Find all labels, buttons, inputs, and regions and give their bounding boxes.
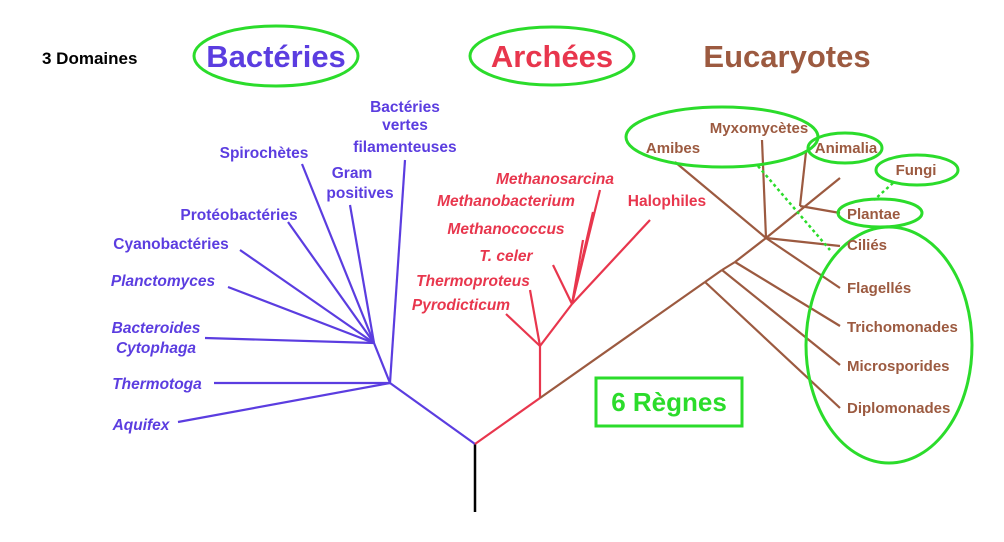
protist-top-ellipse: [624, 105, 820, 169]
branch-cilies: [765, 236, 841, 248]
label-methanobacterium: Methanobacterium: [437, 193, 575, 210]
branch-bacteries-vertes: [388, 159, 407, 384]
domain-bacteria-label: Bactéries: [206, 39, 346, 74]
label-bacteries-vertes-3: filamenteuses: [353, 139, 456, 156]
branch-amibes: [674, 161, 767, 239]
branch-halophiles: [571, 219, 651, 305]
label-spirochetes: Spirochètes: [220, 145, 309, 162]
archaea-branches: [474, 189, 651, 445]
label-microsporides: Microsporides: [847, 358, 950, 375]
label-cytophaga: Cytophaga: [116, 340, 196, 357]
label-pyrodicticum: Pyrodicticum: [412, 297, 510, 314]
label-trichomonades: Trichomonades: [847, 319, 958, 336]
branch-flagelles: [765, 237, 841, 289]
label-tceler: T. celer: [479, 248, 533, 265]
branch-proteobacteries: [287, 221, 375, 344]
archaea-labels: Methanosarcina Methanobacterium Methanoc…: [412, 171, 706, 314]
label-myxomycetes: Myxomycètes: [710, 120, 808, 137]
label-bacteries-vertes-2: vertes: [382, 117, 428, 134]
label-cyanobacteries: Cyanobactéries: [113, 236, 228, 253]
label-methanosarcina: Methanosarcina: [496, 171, 614, 188]
branch-gram-positives: [348, 204, 376, 344]
label-bacteries-vertes-1: Bactéries: [370, 99, 440, 116]
label-gram-2: positives: [326, 185, 393, 202]
kingdom-highlights: [594, 105, 974, 465]
branch-methanosarcina: [570, 189, 602, 305]
bacteria-branches: [177, 159, 476, 445]
branch-aquifex: [177, 381, 391, 424]
branch-microsporides: [721, 269, 841, 366]
domain-archaea-label: Archées: [491, 39, 613, 74]
label-methanococcus: Methanococcus: [447, 221, 565, 238]
label-fungi: Fungi: [896, 162, 937, 179]
branch-pyrodicticum: [505, 313, 541, 347]
kingdom-dashed-links: [757, 165, 894, 251]
domain-eukarya-label: Eucaryotes: [703, 39, 870, 74]
label-thermoproteus: Thermoproteus: [416, 273, 530, 290]
label-animalia: Animalia: [815, 140, 878, 157]
eukarya-node-4: [734, 237, 767, 263]
branch-diplomonades: [704, 281, 841, 409]
fungi-ellipse: [874, 153, 960, 187]
label-cilies: Ciliés: [847, 237, 887, 254]
label-amibes: Amibes: [646, 140, 700, 157]
diagram-title: 3 Domaines: [42, 49, 137, 68]
regnes-label: 6 Règnes: [611, 387, 727, 417]
branch-animalia: [798, 151, 808, 207]
label-proteobacteries: Protéobactéries: [180, 207, 297, 224]
regnes-box: [594, 376, 744, 428]
label-bacteroides: Bacteroides: [112, 320, 201, 337]
archaea-highlight-ellipse: [468, 25, 636, 87]
branch-plantae: [799, 204, 841, 215]
eukarya-branches: [539, 139, 841, 409]
archaea-stem-link: [474, 397, 541, 445]
label-thermotoga: Thermotoga: [112, 376, 202, 393]
bacteria-labels: Bactéries vertes filamenteuses Spirochèt…: [111, 99, 457, 434]
label-aquifex: Aquifex: [112, 417, 171, 434]
branch-tceler: [552, 264, 573, 305]
branch-cyanobacteries: [239, 249, 375, 344]
branch-bacteroides: [204, 336, 375, 345]
branch-myxomycetes: [760, 139, 768, 239]
branch-trichomonades: [734, 261, 841, 327]
eukarya-labels: Myxomycètes Amibes Animalia Fungi Planta…: [646, 120, 958, 417]
eukarya-node-2: [704, 269, 723, 283]
label-halophiles: Halophiles: [628, 193, 706, 210]
eukarya-node-3: [721, 261, 736, 271]
branch-planctomyces: [227, 285, 375, 345]
bacteria-stem: [389, 382, 476, 445]
fungi-dashed-link: [873, 182, 894, 201]
protist-bottom-ellipse: [804, 225, 974, 465]
branch-thermoproteus: [528, 289, 542, 347]
bacteria-highlight-ellipse: [192, 24, 360, 88]
label-flagelles: Flagellés: [847, 280, 911, 297]
protist-dashed-link: [757, 165, 831, 251]
label-planctomyces: Planctomyces: [111, 273, 216, 290]
animalia-ellipse: [806, 131, 884, 165]
eukarya-crown-stem: [765, 177, 841, 239]
archaea-inner-node: [539, 303, 573, 347]
label-diplomonades: Diplomonades: [847, 400, 950, 417]
label-gram-1: Gram: [332, 165, 373, 182]
bacteria-inner-node: [372, 342, 392, 384]
branch-spirochetes: [300, 163, 376, 344]
label-plantae: Plantae: [847, 206, 900, 223]
eukarya-stem: [539, 281, 706, 399]
